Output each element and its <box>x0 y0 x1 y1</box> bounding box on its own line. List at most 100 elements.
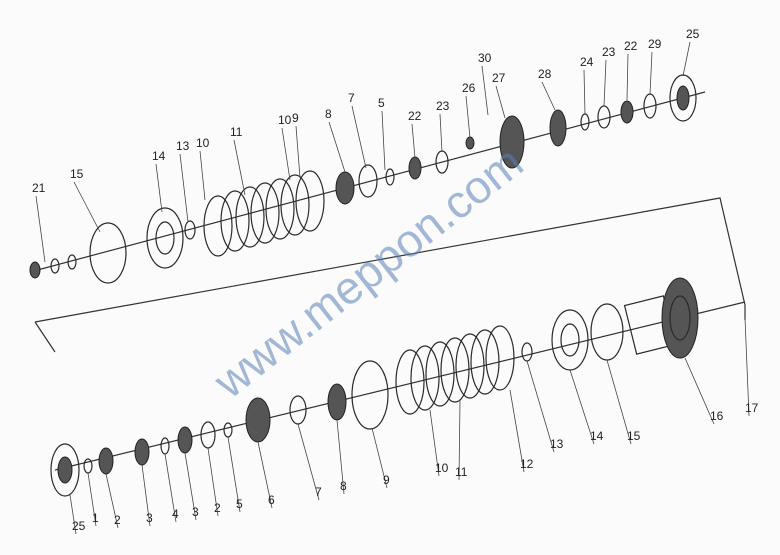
part-13-lower <box>521 342 533 362</box>
lower-leader-12 <box>429 409 440 477</box>
upper-callout-13: 13 <box>176 139 190 153</box>
part-6 <box>245 397 271 443</box>
lower-leader-4 <box>164 453 177 523</box>
lower-callout-15: 15 <box>627 429 641 443</box>
upper-leader-15 <box>495 85 506 119</box>
upper-callout-26: 26 <box>462 81 476 95</box>
part-21c <box>67 254 77 270</box>
lower-parts <box>50 277 699 497</box>
part-16-drum <box>623 277 699 359</box>
connector-left <box>34 321 56 353</box>
lower-leader-0 <box>69 494 77 535</box>
part-5-upper <box>385 168 395 186</box>
upper-leader-0 <box>35 195 46 263</box>
upper-leader-21 <box>682 41 691 77</box>
lower-callout-3: 3 <box>146 511 153 525</box>
upper-callout-24: 24 <box>580 55 594 69</box>
lower-callout-25: 25 <box>72 519 86 533</box>
part-27 <box>499 115 525 169</box>
watermark: www.meppon.com <box>203 136 532 409</box>
lower-leader-1 <box>87 472 97 527</box>
upper-callout-25: 25 <box>686 27 700 41</box>
lower-callout-4: 4 <box>172 507 179 521</box>
lower-leader-14 <box>509 389 525 473</box>
part-5-lower <box>223 422 233 438</box>
part-14-lower-inner <box>560 323 580 357</box>
lower-leader-10 <box>336 419 345 495</box>
upper-callout-5: 5 <box>378 96 385 110</box>
lower-callout-5: 5 <box>236 497 243 511</box>
part-8-upper <box>335 171 355 205</box>
lower-callout-16: 16 <box>710 409 724 423</box>
upper-leader-6 <box>281 127 291 181</box>
lower-leader-19 <box>744 317 750 417</box>
lower-leader-6 <box>207 447 219 517</box>
upper-leader-4 <box>199 150 206 201</box>
lower-leader-13 <box>458 399 461 481</box>
upper-callout-9: 9 <box>292 111 299 125</box>
upper-axis-line <box>29 91 706 273</box>
upper-callout-11: 11 <box>230 125 243 139</box>
upper-leader-18 <box>603 59 607 107</box>
lower-callout-6: 6 <box>268 493 275 507</box>
lower-callout-2: 2 <box>114 513 121 527</box>
upper-leader-11 <box>411 123 416 159</box>
part-24 <box>580 113 590 131</box>
lower-callout-10: 10 <box>435 461 449 475</box>
upper-callout-28: 28 <box>538 67 552 81</box>
upper-leader-10 <box>381 110 386 171</box>
upper-callout-29: 29 <box>648 37 662 51</box>
upper-callout-8: 8 <box>325 107 332 121</box>
upper-leader-3 <box>179 153 189 223</box>
part-23-upper-b <box>597 105 611 129</box>
lower-leader-5 <box>184 452 197 521</box>
upper-leader-19 <box>626 53 629 101</box>
clutch-pack-lower <box>395 325 515 415</box>
part-22-upper-b <box>620 100 634 124</box>
upper-callout-10: 10 <box>196 136 210 150</box>
part-15-lower <box>590 303 624 361</box>
lower-leader-16 <box>569 369 595 445</box>
upper-parts <box>29 74 697 284</box>
part-25-lower-inner <box>57 456 73 484</box>
part-25-upper-inner <box>676 85 690 111</box>
upper-callout-22: 22 <box>408 109 422 123</box>
lower-leader-18 <box>684 357 715 425</box>
lower-leader-7 <box>227 436 241 513</box>
part-14-upper-outer <box>146 207 184 269</box>
upper-leader-2 <box>155 163 163 213</box>
lower-leader-3 <box>141 464 151 527</box>
lower-callout-1: 1 <box>92 511 99 525</box>
lower-callout-3: 3 <box>192 505 199 519</box>
lower-leader-15 <box>526 360 555 453</box>
part-28 <box>549 109 567 147</box>
part-14-upper-inner <box>155 221 175 255</box>
clutch-pack-upper <box>203 170 325 257</box>
upper-leader-9 <box>351 105 367 169</box>
lower-leader-2 <box>105 473 119 529</box>
part-2-lower <box>98 447 114 475</box>
part-2-lower-b <box>200 421 216 449</box>
part-14-lower-outer <box>551 309 589 371</box>
part-7-upper <box>358 164 378 198</box>
upper-callout-30: 30 <box>478 51 492 65</box>
lower-callout-12: 12 <box>520 457 534 471</box>
part-26 <box>465 136 475 150</box>
upper-leader-7 <box>295 125 301 179</box>
part-3-lower-b <box>177 426 193 454</box>
part-21a <box>29 261 41 279</box>
upper-callout-15: 15 <box>70 167 84 181</box>
upper-callout-7: 7 <box>348 91 355 105</box>
connector-frame <box>34 197 746 323</box>
upper-callout-23: 23 <box>602 45 616 59</box>
lower-callout-8: 8 <box>340 479 347 493</box>
upper-leader-5 <box>233 139 246 196</box>
upper-leader-20 <box>649 51 653 95</box>
part-22-upper <box>408 156 422 180</box>
lower-callout-13: 13 <box>550 437 564 451</box>
part-9-lower <box>351 360 389 430</box>
part-25-lower-outer <box>50 443 80 497</box>
